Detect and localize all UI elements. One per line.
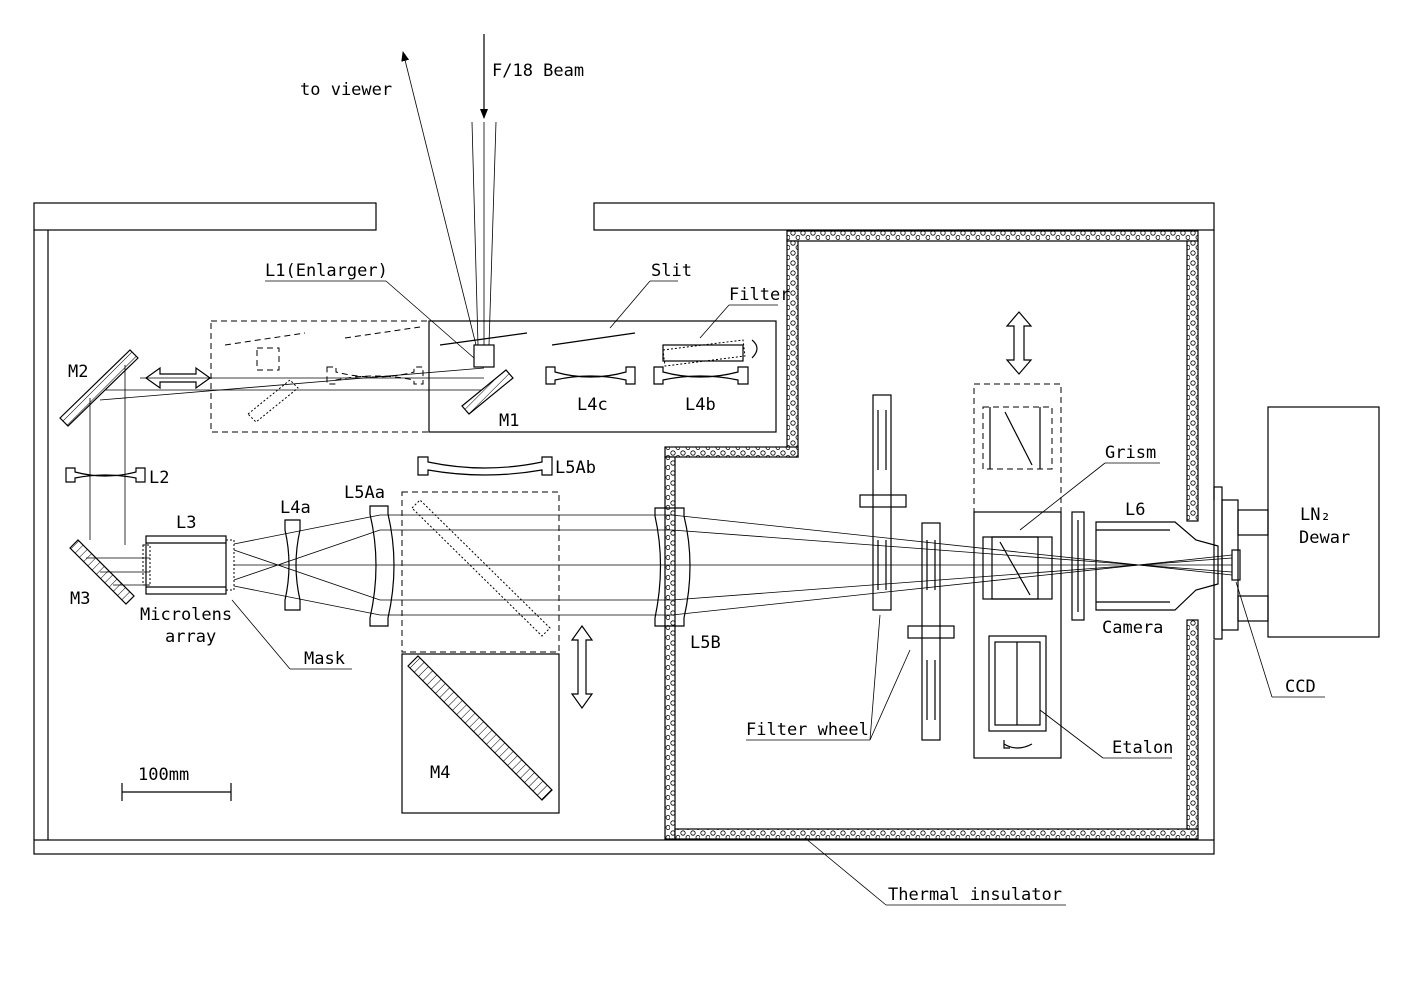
label-l3: L3 xyxy=(176,513,196,533)
label-l1-enlarger: L1(Enlarger) xyxy=(265,261,388,281)
mirror-m3 xyxy=(69,539,150,605)
lens-l5ab xyxy=(417,456,553,476)
lens-l3 xyxy=(142,535,235,595)
mirror-m2 xyxy=(59,349,139,545)
translation-arrow-vertical-m4 xyxy=(570,624,594,710)
filter-element xyxy=(662,339,758,367)
lens-l5aa xyxy=(369,505,395,627)
label-l4c: L4c xyxy=(577,395,608,415)
label-l4a: L4a xyxy=(280,498,311,518)
label-l2: L2 xyxy=(149,468,169,488)
label-l4b: L4b xyxy=(685,395,716,415)
label-to-viewer: to viewer xyxy=(300,80,392,100)
viewer-path xyxy=(401,51,477,346)
label-slit: Slit xyxy=(651,261,692,281)
label-ln2: LN₂ xyxy=(1300,505,1331,525)
label-filter-wheel: Filter wheel xyxy=(746,720,869,740)
ccd-detector xyxy=(1213,486,1269,640)
label-l5b: L5B xyxy=(690,633,721,653)
label-thermal-insulator: Thermal insulator xyxy=(888,885,1062,905)
label-m3: M3 xyxy=(70,589,90,609)
label-mask: Mask xyxy=(304,649,345,669)
label-grism: Grism xyxy=(1105,443,1156,463)
translation-arrow-vertical-grism xyxy=(1005,311,1033,375)
main-beam xyxy=(233,514,1233,616)
enclosure xyxy=(33,202,1215,855)
label-f18-beam: F/18 Beam xyxy=(492,61,584,81)
lens-l4a xyxy=(284,519,301,611)
label-scale: 100mm xyxy=(138,765,189,785)
label-l5ab: L5Ab xyxy=(555,458,596,478)
label-m4: M4 xyxy=(430,763,450,783)
fore-optics-bench xyxy=(99,320,777,433)
scale-bar xyxy=(121,783,232,801)
label-ccd: CCD xyxy=(1285,677,1316,697)
label-etalon: Etalon xyxy=(1112,738,1173,758)
translation-arrow-horizontal xyxy=(144,366,212,390)
label-microlens: Microlens xyxy=(140,605,232,625)
label-l6: L6 xyxy=(1125,500,1145,520)
label-camera: Camera xyxy=(1102,618,1163,638)
label-m2: M2 xyxy=(68,362,88,382)
ln2-dewar xyxy=(1267,406,1380,638)
mirror-m1 xyxy=(461,369,514,415)
lens-l4-dashed xyxy=(326,366,424,385)
f18-beam xyxy=(471,34,497,346)
thermal-insulator xyxy=(664,230,1199,840)
label-filter: Filter xyxy=(729,285,790,305)
label-dewar: Dewar xyxy=(1299,528,1350,548)
shutter-plate xyxy=(1071,511,1085,621)
lens-l2 xyxy=(65,467,146,483)
lens-l4c xyxy=(545,366,636,385)
lens-l5b xyxy=(654,507,691,627)
filter-wheel-1 xyxy=(859,394,907,611)
filter-wheel-2 xyxy=(907,522,955,741)
lens-l4b xyxy=(653,366,749,385)
grism-etalon-slider xyxy=(973,383,1062,759)
label-m1: M1 xyxy=(499,411,519,431)
label-array: array xyxy=(165,627,216,647)
camera-l6 xyxy=(1095,521,1219,611)
leader-lines xyxy=(231,280,1325,906)
mirror-m4-stage xyxy=(401,491,560,814)
label-l5aa: L5Aa xyxy=(344,483,385,503)
